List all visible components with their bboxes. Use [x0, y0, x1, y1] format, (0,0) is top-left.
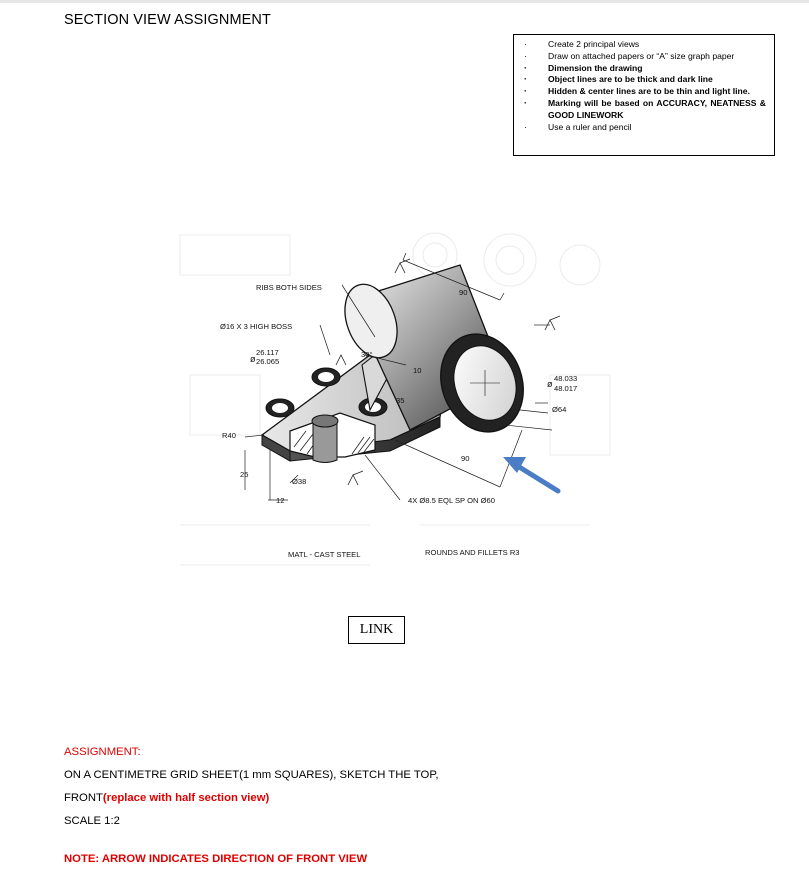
diameter-icon: ø	[547, 379, 553, 389]
instruction-text: Dimension the drawing	[548, 62, 643, 73]
bullet-icon: ·	[524, 97, 527, 108]
instruction-item: · Object lines are to be thick and dark l…	[514, 74, 774, 86]
instructions-list: · Create 2 principal views · Draw on attac…	[514, 39, 774, 133]
bullet-icon: ·	[524, 86, 527, 97]
direction-arrow-icon	[503, 457, 561, 494]
assignment-line-2-prefix: FRONT	[64, 792, 103, 804]
assignment-scale: SCALE 1:2	[64, 815, 120, 827]
d35-label: 35	[396, 396, 405, 405]
tol-big-lower: 48.017	[554, 384, 578, 393]
instruction-text: Object lines are to be thick and dark li…	[548, 74, 713, 85]
dimension-lines	[244, 252, 553, 501]
part-name-box: LINK	[348, 616, 405, 644]
assignment-line-2: FRONT(replace with half section view)	[64, 792, 269, 804]
material-label: MATL - CAST STEEL	[288, 550, 361, 559]
ghost-sketch	[179, 232, 611, 566]
bullet-icon: ·	[524, 62, 527, 73]
bullet-icon: ·	[524, 39, 527, 49]
ribs-label: RIBS BOTH SIDES	[256, 283, 322, 292]
tol-small-lower: 26.065	[256, 357, 280, 366]
page-title: SECTION VIEW ASSIGNMENT	[64, 12, 271, 28]
instruction-text: Marking will be based on ACCURACY, NEATN…	[548, 97, 766, 120]
instruction-item: · Draw on attached papers or “A” size gra…	[514, 51, 774, 63]
instruction-text: Use a ruler and pencil	[548, 121, 632, 132]
d38-label: Ø38	[292, 477, 307, 486]
angle-label: 30°	[361, 350, 373, 359]
rounds-label: ROUNDS AND FILLETS R3	[425, 548, 520, 557]
d25-label: 25	[240, 470, 249, 479]
d12-label: 12	[276, 496, 285, 505]
assignment-line-2-highlight: (replace with half section view)	[102, 792, 270, 804]
instruction-item: · Dimension the drawing	[514, 63, 774, 75]
instruction-item: · Marking will be based on ACCURACY, NEAT…	[514, 98, 774, 122]
instruction-text: Hidden & center lines are to be thin and…	[548, 86, 750, 97]
mounting-holes	[265, 367, 388, 418]
d64-label: Ø64	[552, 405, 567, 414]
section-cut	[289, 412, 376, 463]
bullet-icon: ·	[524, 74, 527, 85]
link-part-illustration	[179, 232, 611, 566]
assignment-heading: ASSIGNMENT:	[64, 746, 141, 758]
instruction-text: Draw on attached papers or “A” size grap…	[548, 50, 735, 61]
bullet-icon: ·	[524, 50, 527, 61]
assignment-note: NOTE: ARROW INDICATES DIRECTION OF FRONT…	[64, 853, 368, 865]
tol-small-upper: 26.117	[256, 348, 279, 357]
diameter-icon: ø	[250, 354, 256, 364]
isometric-drawing: RIBS BOTH SIDES Ø16 X 3 HIGH BOSS 26.117…	[170, 225, 640, 615]
d10-label: 10	[413, 366, 422, 375]
assignment-line-1: ON A CENTIMETRE GRID SHEET(1 mm SQUARES)…	[64, 769, 439, 781]
boss-label: Ø16 X 3 HIGH BOSS	[220, 322, 293, 331]
instruction-text: Create 2 principal views	[548, 39, 640, 49]
d90-top-label: 90	[459, 288, 468, 297]
instruction-item: · Create 2 principal views	[514, 39, 774, 51]
surface-finish-symbols	[335, 258, 561, 486]
bullet-icon: ·	[524, 121, 527, 132]
instructions-box: · Create 2 principal views · Draw on attac…	[513, 34, 775, 156]
d90-bottom-label: 90	[461, 454, 470, 463]
holes-label: 4X Ø8.5 EQL SP ON Ø60	[408, 496, 495, 505]
top-rule	[0, 0, 809, 3]
tol-big-upper: 48.033	[554, 374, 578, 383]
instruction-item: · Hidden & center lines are to be thin an…	[514, 86, 774, 98]
r40-label: R40	[222, 431, 236, 440]
instruction-item: · Use a ruler and pencil	[514, 122, 774, 134]
